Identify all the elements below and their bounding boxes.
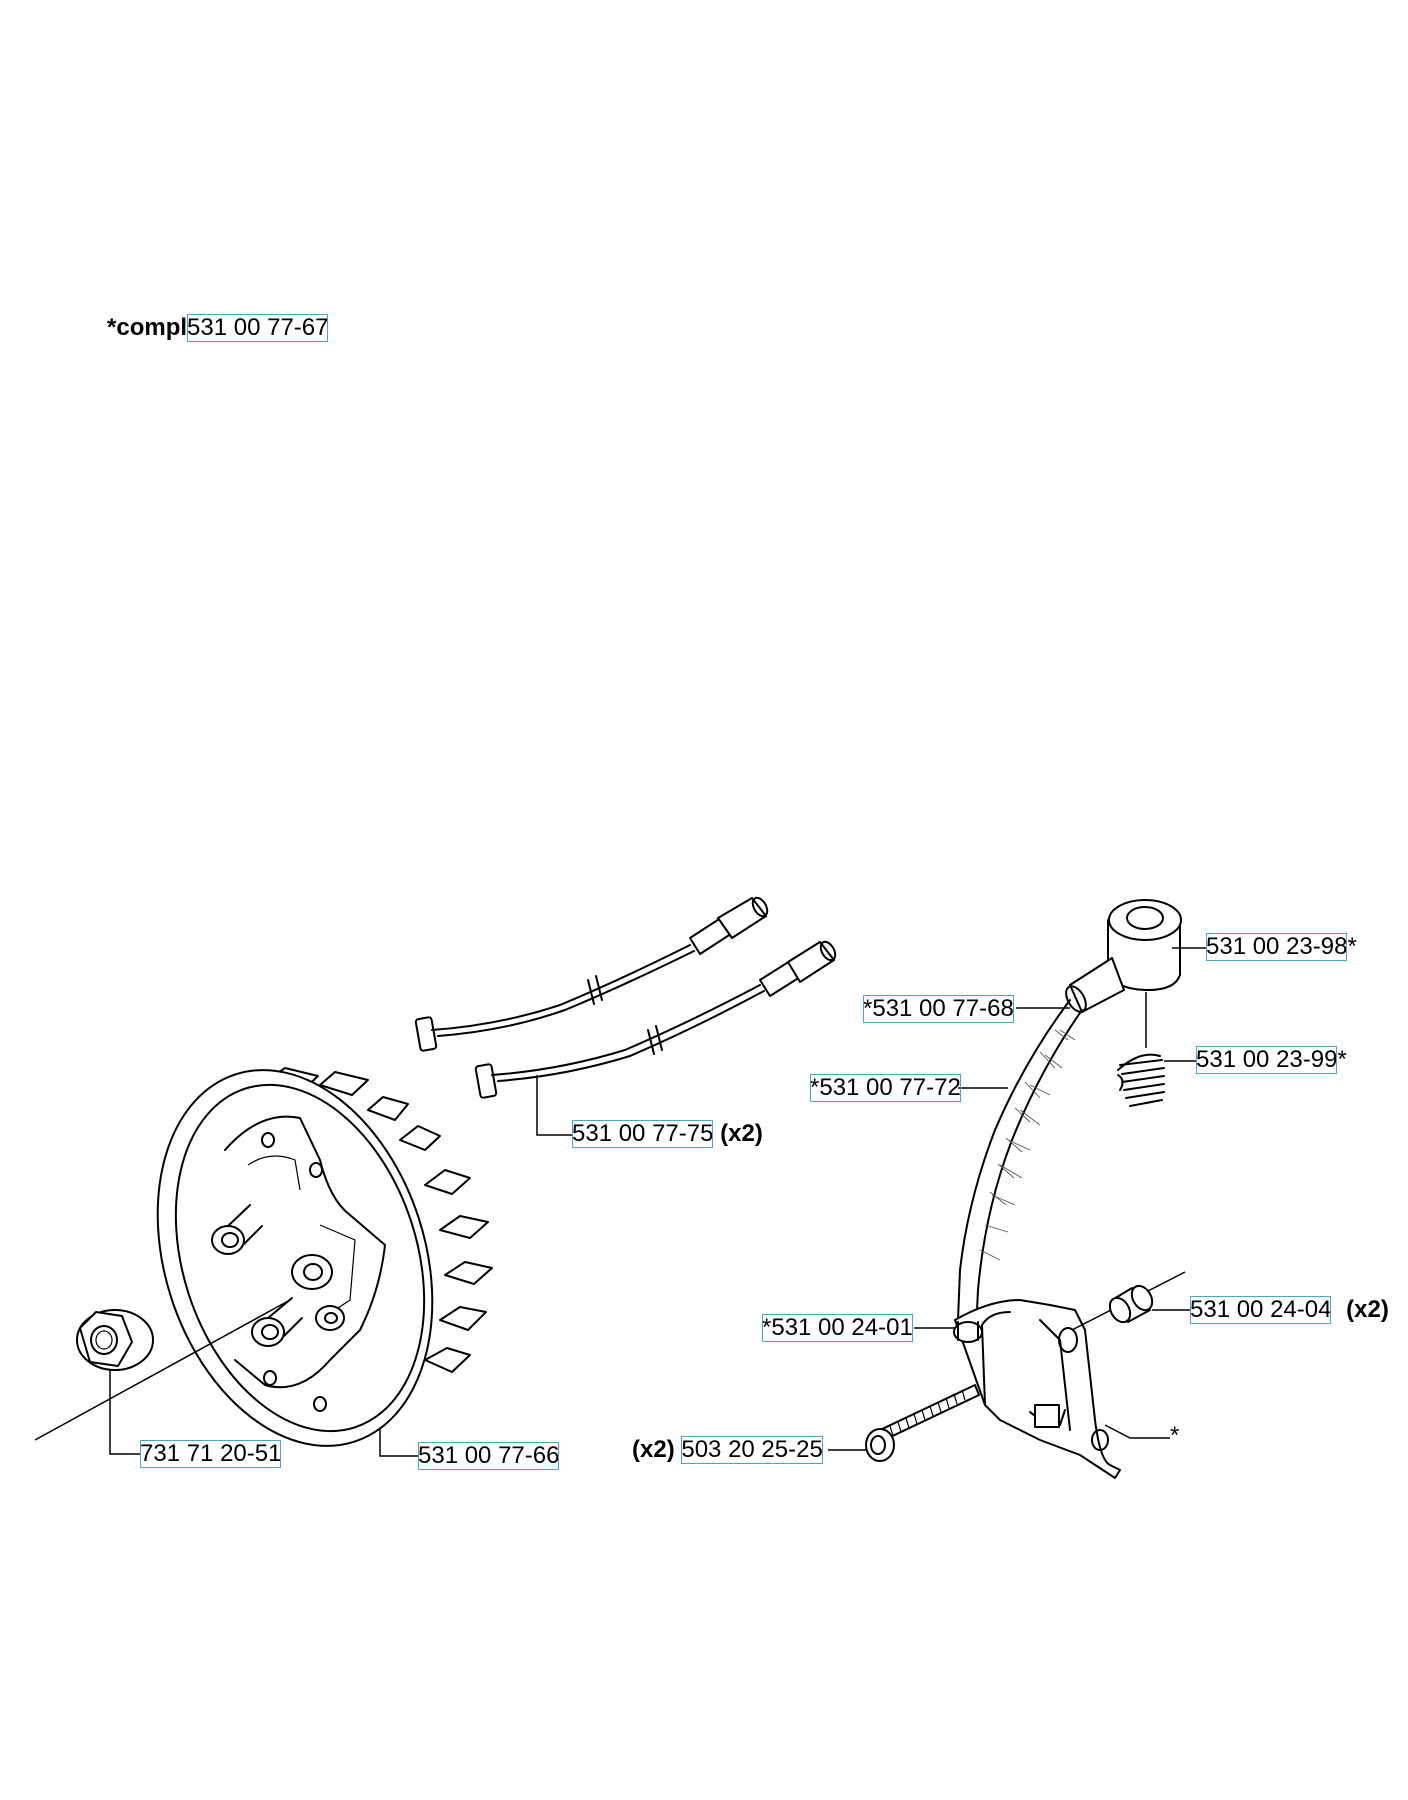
crank-axis-line <box>34 1299 291 1441</box>
wire-qty: (x2) <box>720 1120 763 1147</box>
flywheel-part-number: 531 00 77-66 <box>418 1442 560 1470</box>
boot-part: 531 00 77-68 <box>872 995 1014 1022</box>
spring-suffix: * <box>1337 1046 1347 1073</box>
cap-callout: 531 00 23-98* <box>1206 933 1357 961</box>
ht-wire-upper <box>414 896 769 1052</box>
lead-part: 531 00 77-72 <box>819 1074 961 1101</box>
screw-callout: (x2) 503 20 25-25 <box>632 1436 823 1464</box>
spacer-qty: (x2) <box>1346 1296 1389 1323</box>
nut-callout: 731 71 20-51 <box>140 1440 282 1468</box>
assembly-header-label: *compl531 00 77-67 <box>107 314 329 342</box>
clip-part: 531 00 24-01 <box>771 1314 913 1341</box>
assembly-part-number: 531 00 77-67 <box>187 314 329 342</box>
spacer-part-number: 531 00 24-04 <box>1190 1296 1332 1324</box>
nut-part-number: 731 71 20-51 <box>140 1440 282 1468</box>
lead-part-number: *531 00 77-72 <box>810 1074 961 1102</box>
leader-lines <box>109 947 1206 1457</box>
boot-prefix: * <box>863 995 873 1022</box>
flywheel-drawing <box>156 1067 493 1447</box>
ignition-module-drawing <box>953 1299 1121 1479</box>
cap-part-number: 531 00 23-98 <box>1206 933 1348 961</box>
spring-drawing <box>1117 992 1165 1107</box>
spark-plug-cap-drawing <box>1065 899 1182 1013</box>
lead-callout: *531 00 77-72 <box>810 1074 961 1102</box>
spring-callout: 531 00 23-99* <box>1196 1046 1347 1074</box>
wire-callout: 531 00 77-75 (x2) <box>572 1120 763 1148</box>
ht-wire-lower <box>474 940 837 1099</box>
screw-qty: (x2) <box>632 1436 675 1463</box>
flywheel-callout: 531 00 77-66 <box>418 1442 560 1470</box>
clip-callout: *531 00 24-01 <box>762 1314 913 1342</box>
lead-prefix: * <box>810 1074 820 1101</box>
boot-part-number: *531 00 77-68 <box>863 995 1014 1023</box>
spacer-callout: 531 00 24-04 (x2) <box>1190 1296 1389 1324</box>
ignition-lead-drawing <box>957 999 1083 1331</box>
spacer-drawing <box>1071 1271 1186 1331</box>
flywheel-nut-drawing <box>76 1309 154 1371</box>
spring-part-number: 531 00 23-99 <box>1196 1046 1338 1074</box>
module-mark: * <box>1170 1422 1180 1449</box>
wire-part-number: 531 00 77-75 <box>572 1120 714 1148</box>
screw-part-number: 503 20 25-25 <box>681 1436 823 1464</box>
mounting-screw-drawing <box>865 1384 980 1462</box>
assembly-prefix: *compl <box>107 314 188 341</box>
clip-prefix: * <box>762 1314 772 1341</box>
clip-part-number: *531 00 24-01 <box>762 1314 913 1342</box>
module-callout: * <box>1170 1422 1179 1450</box>
boot-callout: *531 00 77-68 <box>863 995 1014 1023</box>
cap-suffix: * <box>1347 933 1357 960</box>
